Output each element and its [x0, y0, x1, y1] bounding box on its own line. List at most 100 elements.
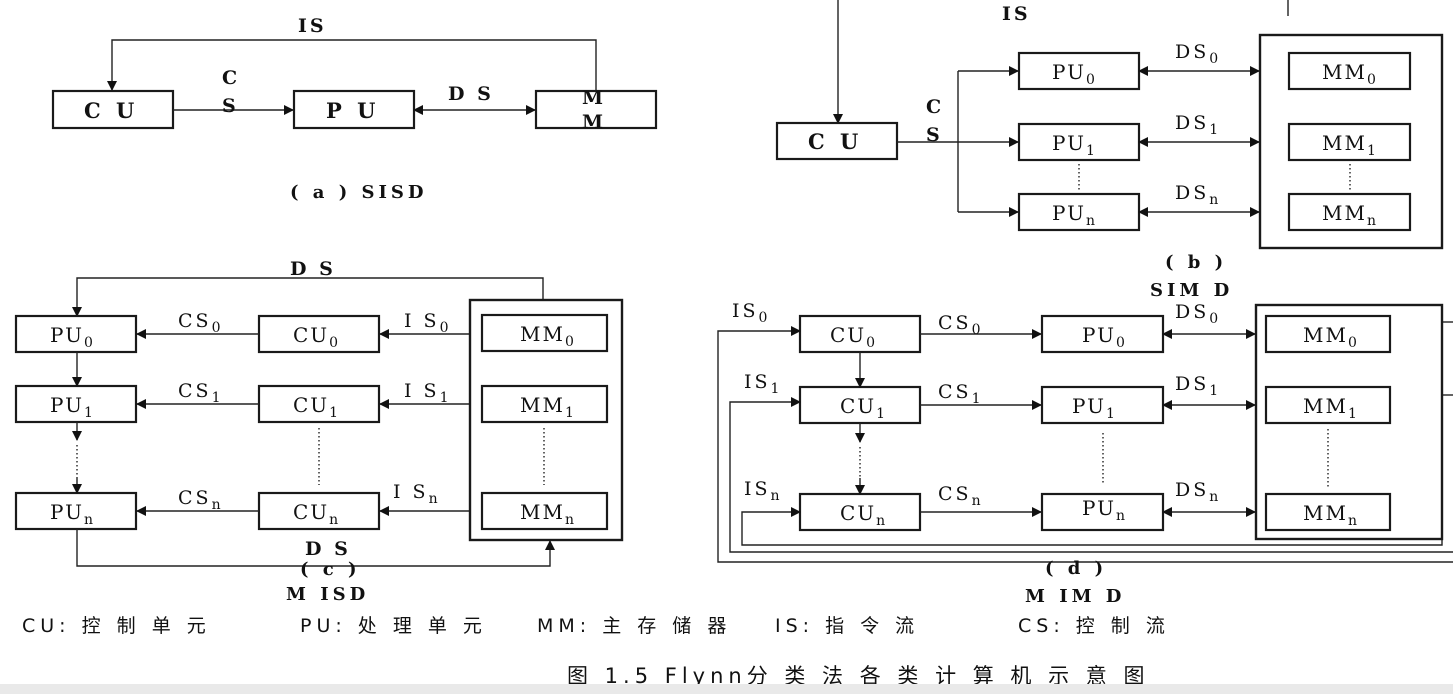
mimd-is-label-n: ISn: [744, 478, 783, 504]
mimd-mm-box-0: [1264, 314, 1392, 354]
misd-mm-label-1: MM1: [520, 393, 576, 421]
mimd-memory-group: [1254, 303, 1444, 541]
mimd-caption-name: M IM D: [1025, 586, 1125, 607]
legend-mm: MM: 主 存 储 器: [537, 615, 731, 637]
misd-cu-label-0: CU0: [293, 323, 340, 351]
mimd-mm-label-n: MMn: [1303, 501, 1359, 529]
misd-cu-label-n: CUn: [293, 500, 340, 528]
mimd-cu-label-0: CU0: [830, 323, 877, 351]
misd-cu-box-1: [257, 384, 381, 424]
mimd-cs-label-n: CSn: [938, 483, 984, 509]
simd-pu-box-1: [1017, 122, 1141, 162]
mimd-mm-box-1: [1264, 385, 1392, 425]
mimd-caption-letter: ( d ): [1045, 558, 1107, 579]
simd-mm-label-1: MM1: [1322, 131, 1378, 159]
misd-panel: D S PU0 PU1 PUn D S CU0 CU1 CUn CS0 CS1 …: [14, 258, 624, 605]
simd-pu-label-0: PU0: [1052, 60, 1097, 88]
simd-panel: IS C U C S PU0 PU1 PUn DS0 DS1 DSn MM0 M…: [775, 0, 1444, 301]
misd-mm-label-0: MM0: [520, 322, 576, 350]
sisd-cs-label-s: S: [222, 95, 239, 117]
misd-ds-bottom-line: [76, 529, 555, 567]
misd-mm-label-n: MMn: [520, 500, 576, 528]
mimd-cs-label-1: CS1: [938, 381, 983, 407]
mimd-cu-box-1: [798, 385, 922, 425]
mimd-panel: CU0 CU1 CUn IS0 IS1 ISn CS0 CS1 CSn PU0 …: [717, 300, 1453, 607]
sisd-mm-label-1: M: [582, 87, 606, 109]
mimd-pu-label-0: PU0: [1082, 323, 1127, 351]
mimd-is-loop-0: [717, 326, 1453, 563]
sisd-mm-label-2: M: [582, 111, 606, 133]
mimd-cu-label-n: CUn: [840, 501, 887, 529]
mimd-pu-box-n: [1040, 492, 1165, 532]
simd-mm-box-0: [1287, 51, 1412, 91]
simd-mm-box-n: [1287, 192, 1412, 232]
legend: CU: 控 制 单 元 PU: 处 理 单 元 MM: 主 存 储 器 IS: …: [22, 615, 1170, 637]
misd-caption-name: M ISD: [286, 584, 369, 605]
sisd-caption: ( a ) SISD: [290, 182, 428, 203]
simd-pu-label-1: PU1: [1052, 131, 1097, 159]
simd-cu-label: C U: [808, 129, 862, 154]
bottom-edge-bar: [0, 684, 1453, 694]
simd-cs-label-s: S: [926, 124, 943, 146]
sisd-pu-label: P U: [326, 98, 379, 123]
simd-pu-box-n: [1017, 192, 1141, 232]
sisd-cu-label: C U: [84, 98, 138, 123]
mimd-cu-label-1: CU1: [840, 394, 887, 422]
simd-pu-label-n: PUn: [1052, 201, 1097, 229]
mimd-mm-label-1: MM1: [1303, 394, 1359, 422]
misd-is-label-1: I S1: [404, 380, 451, 406]
sisd-ds-label: D S: [448, 83, 494, 105]
mimd-is-label-0: IS0: [732, 300, 770, 326]
sisd-cu-box: [51, 89, 175, 130]
misd-mm-box-n: [480, 491, 609, 531]
simd-ds-label-1: DS1: [1175, 112, 1221, 138]
sisd-cs-label-c: C: [222, 67, 240, 89]
simd-memory-group: [1258, 33, 1444, 250]
misd-is-label-0: I S0: [404, 310, 451, 336]
misd-pu-label-1: PU1: [50, 393, 95, 421]
misd-mm-box-0: [480, 313, 609, 353]
mimd-pu-label-1: PU1: [1072, 394, 1117, 422]
simd-ds-label-n: DSn: [1175, 182, 1221, 208]
mimd-pu-box-0: [1040, 314, 1165, 354]
misd-pu-label-0: PU0: [50, 323, 95, 351]
mimd-is-label-1: IS1: [744, 371, 782, 397]
misd-caption-letter: ( c ): [300, 559, 361, 580]
mimd-mm-label-0: MM0: [1303, 323, 1359, 351]
sisd-pu-box: [292, 89, 416, 130]
simd-caption-name: SIM D: [1150, 280, 1233, 301]
legend-cs: CS: 控 制 流: [1018, 615, 1170, 637]
simd-ds-label-0: DS0: [1175, 41, 1221, 67]
misd-cs-label-0: CS0: [178, 310, 223, 336]
simd-cs-label-c: C: [926, 96, 944, 118]
simd-caption-letter: ( b ): [1165, 252, 1227, 273]
legend-is: IS: 指 令 流: [775, 615, 919, 637]
mimd-is-loop-1: [729, 397, 1453, 553]
sisd-is-label: IS: [298, 15, 327, 37]
mimd-ds-label-n: DSn: [1175, 479, 1221, 505]
simd-cu-box: [775, 121, 899, 161]
misd-ds-top-line: [72, 277, 544, 317]
misd-memory-group: [468, 298, 624, 542]
legend-pu: PU: 处 理 单 元: [300, 615, 487, 637]
simd-mm-label-0: MM0: [1322, 60, 1378, 88]
legend-cu: CU: 控 制 单 元: [22, 615, 211, 637]
simd-pu-box-0: [1017, 51, 1141, 91]
misd-mm-box-1: [480, 384, 609, 424]
mimd-mm-box-n: [1264, 492, 1392, 532]
misd-pu-box-0: [14, 314, 138, 354]
mimd-pu-label-n: PUn: [1082, 496, 1127, 524]
misd-pu-label-n: PUn: [50, 500, 95, 528]
misd-is-label-n: I Sn: [393, 481, 441, 507]
sisd-mm-box: [534, 89, 658, 130]
sisd-panel: IS C U C S P U D S M M ( a ) SISD: [51, 15, 658, 203]
simd-mm-label-n: MMn: [1322, 201, 1378, 229]
misd-ds-top-label: D S: [290, 258, 336, 280]
simd-mm-box-1: [1287, 122, 1412, 162]
mimd-ds-label-0: DS0: [1175, 301, 1221, 327]
simd-is-label: IS: [1002, 3, 1031, 25]
mimd-cs-label-0: CS0: [938, 312, 983, 338]
sisd-is-line: [107, 39, 597, 92]
